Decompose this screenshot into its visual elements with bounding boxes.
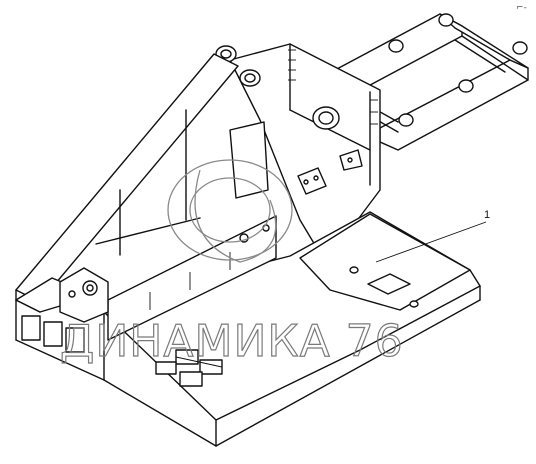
watermark: ДИНАМИКА 76 (59, 159, 404, 368)
mast-tower (215, 43, 381, 251)
deck-fittings (155, 349, 223, 387)
callout-label: 1 (484, 209, 490, 221)
watermark-text: ДИНАМИКА 76 (60, 316, 404, 367)
base-platform (15, 211, 481, 447)
corner-mark: ⌐- (516, 3, 527, 13)
callout-1: 1 (375, 209, 490, 263)
